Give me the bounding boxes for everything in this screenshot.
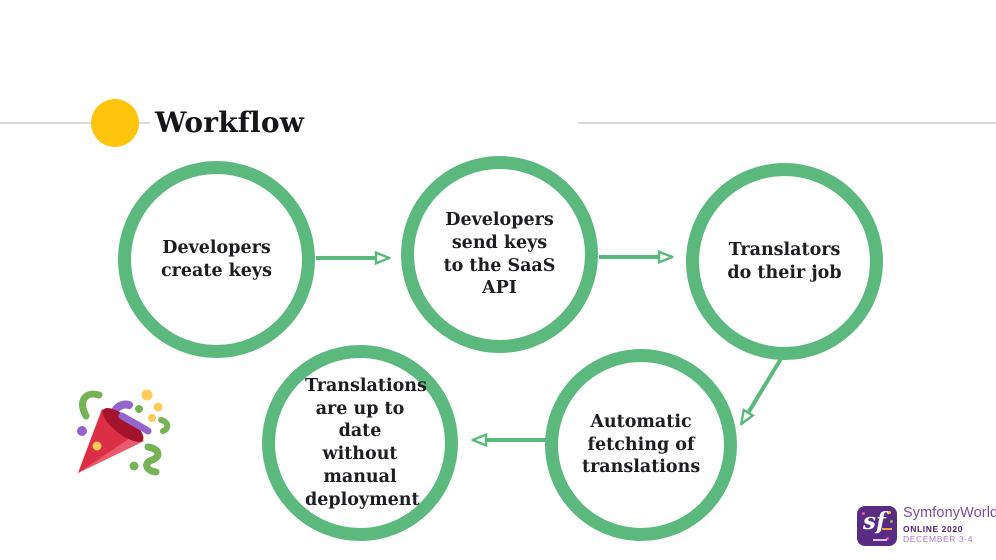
arrow-right-icon xyxy=(316,245,406,271)
sf-monogram: sf xyxy=(863,508,886,535)
arrow-left-icon xyxy=(456,427,546,453)
header-divider-right xyxy=(578,122,996,124)
header-divider-left xyxy=(0,122,150,124)
workflow-node-translations-up-to-date: Translations are up to date without manu… xyxy=(262,345,458,541)
confetti-dot-icon xyxy=(862,512,865,515)
confetti-dot-icon xyxy=(888,511,891,514)
node-label: Developers create keys xyxy=(161,237,272,281)
logo-brand: SymfonyWorld xyxy=(903,505,996,521)
confetti-dot-icon xyxy=(890,520,893,523)
logo-date-line: DECEMBER 3-4 xyxy=(903,534,974,544)
arrow-down-left-icon xyxy=(728,355,784,440)
workflow-node-developers-create-keys: Developers create keys xyxy=(118,161,315,358)
page-title: Workflow xyxy=(155,106,305,139)
node-label: Translators do their job xyxy=(727,239,842,283)
node-label: Translations are up to date without manu… xyxy=(305,375,427,510)
workflow-node-automatic-fetching: Automatic fetching of translations xyxy=(545,349,737,541)
workflow-node-translators-job: Translators do their job xyxy=(686,163,883,360)
logo-text-block: SymfonyWorld ONLINE 2020 DECEMBER 3-4 xyxy=(903,506,996,544)
party-popper-icon xyxy=(77,389,171,476)
badge-detail xyxy=(882,528,892,530)
arrow-right-icon xyxy=(599,244,689,270)
node-label: Automatic fetching of translations xyxy=(582,411,701,478)
logo-event-line: ONLINE 2020 xyxy=(903,523,963,534)
node-label: Developers send keys to the SaaS API xyxy=(443,210,556,299)
symfony-sf-badge-icon: sf xyxy=(857,506,897,546)
symfonyworld-logo: sf SymfonyWorld ONLINE 2020 DECEMBER 3-4 xyxy=(857,506,996,546)
yellow-dot-icon xyxy=(91,99,139,147)
badge-detail xyxy=(873,539,887,541)
confetti-dot-icon xyxy=(886,537,889,540)
workflow-node-send-keys-saas-api: Developers send keys to the SaaS API xyxy=(401,156,598,353)
